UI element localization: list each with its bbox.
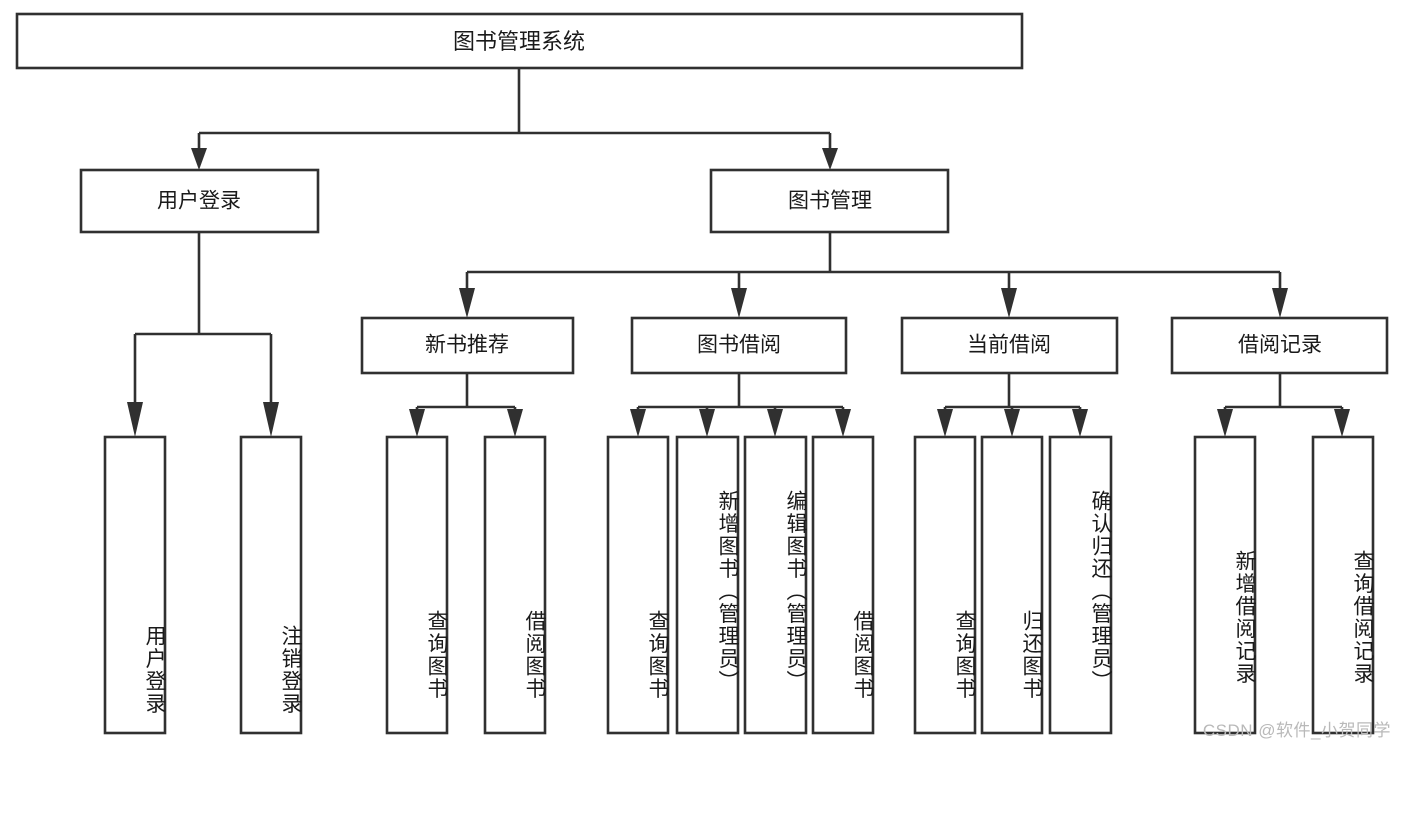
leaf-box-recommend-query-book[interactable] — [385, 435, 449, 735]
node-user-login-label: 用户登录 — [157, 190, 241, 213]
node-book-manage[interactable]: 图书管理 — [709, 168, 950, 234]
node-root-system[interactable]: 图书管理系统 — [15, 12, 1024, 70]
arrowhead-book-manage — [822, 148, 838, 170]
node-user-login-box[interactable] — [79, 168, 320, 234]
diagram-canvas: 图书管理系统 用户登录 图书管理 新书推荐 图书借阅 当前借阅 借阅记录 — [15, 12, 1391, 740]
node-root-system-label: 图书管理系统 — [453, 29, 585, 54]
node-borrow-record-box[interactable] — [1170, 316, 1389, 375]
leaf-box-borrow-query-book[interactable] — [606, 435, 670, 735]
leaf-boxes — [103, 435, 1375, 735]
arrowhead-new-book-recommend — [459, 288, 475, 318]
connectors — [127, 68, 1350, 437]
arrowhead-record-leaf-2 — [1334, 409, 1350, 437]
arrowhead-leaf-user-login — [127, 402, 143, 437]
arrowhead-record-leaf-1 — [1217, 409, 1233, 437]
arrowhead-borrow-record — [1272, 288, 1288, 318]
arrowhead-borrow-leaf-3 — [767, 409, 783, 437]
node-borrow-record-label: 借阅记录 — [1238, 334, 1322, 357]
node-current-borrow-label: 当前借阅 — [967, 334, 1051, 357]
leaf-box-borrow-borrow-book[interactable] — [811, 435, 875, 735]
node-user-login[interactable]: 用户登录 — [79, 168, 320, 234]
arrowhead-current-borrow — [1001, 288, 1017, 318]
arrowhead-current-leaf-3 — [1072, 409, 1088, 437]
leaf-box-logout[interactable] — [239, 435, 303, 735]
arrowhead-recommend-leaf-1 — [409, 409, 425, 437]
node-new-book-recommend-label: 新书推荐 — [425, 334, 509, 357]
leaf-box-current-confirm-return[interactable] — [1048, 435, 1113, 735]
leaf-box-current-query-book[interactable] — [913, 435, 977, 735]
leaf-box-record-add-record[interactable] — [1193, 435, 1257, 735]
node-new-book-recommend[interactable]: 新书推荐 — [360, 316, 575, 375]
node-book-borrow-label: 图书借阅 — [697, 334, 781, 357]
flowchart-svg: 图书管理系统 用户登录 图书管理 新书推荐 图书借阅 当前借阅 借阅记录 — [15, 12, 1389, 735]
arrowhead-current-leaf-1 — [937, 409, 953, 437]
leaf-box-current-return-book[interactable] — [980, 435, 1044, 735]
leaf-box-borrow-add-book[interactable] — [675, 435, 740, 735]
leaf-box-user-login[interactable] — [103, 435, 167, 735]
node-borrow-record[interactable]: 借阅记录 — [1170, 316, 1389, 375]
arrowhead-borrow-leaf-1 — [630, 409, 646, 437]
leaf-box-recommend-borrow-book[interactable] — [483, 435, 547, 735]
arrowhead-user-login — [191, 148, 207, 170]
node-book-manage-box[interactable] — [709, 168, 950, 234]
node-current-borrow[interactable]: 当前借阅 — [900, 316, 1119, 375]
arrowhead-book-borrow — [731, 288, 747, 318]
leaf-box-borrow-edit-book[interactable] — [743, 435, 808, 735]
node-book-borrow[interactable]: 图书借阅 — [630, 316, 848, 375]
node-book-manage-label: 图书管理 — [788, 190, 872, 213]
watermark-text: CSDN @软件_小贺同学 — [1202, 721, 1391, 740]
node-root-system-box[interactable] — [15, 12, 1024, 70]
node-current-borrow-box[interactable] — [900, 316, 1119, 375]
leaf-box-record-query-record[interactable] — [1311, 435, 1375, 735]
node-book-borrow-box[interactable] — [630, 316, 848, 375]
arrowhead-borrow-leaf-2 — [699, 409, 715, 437]
node-new-book-recommend-box[interactable] — [360, 316, 575, 375]
arrowhead-current-leaf-2 — [1004, 409, 1020, 437]
arrowhead-leaf-logout — [263, 402, 279, 437]
arrowhead-borrow-leaf-4 — [835, 409, 851, 437]
arrowhead-recommend-leaf-2 — [507, 409, 523, 437]
